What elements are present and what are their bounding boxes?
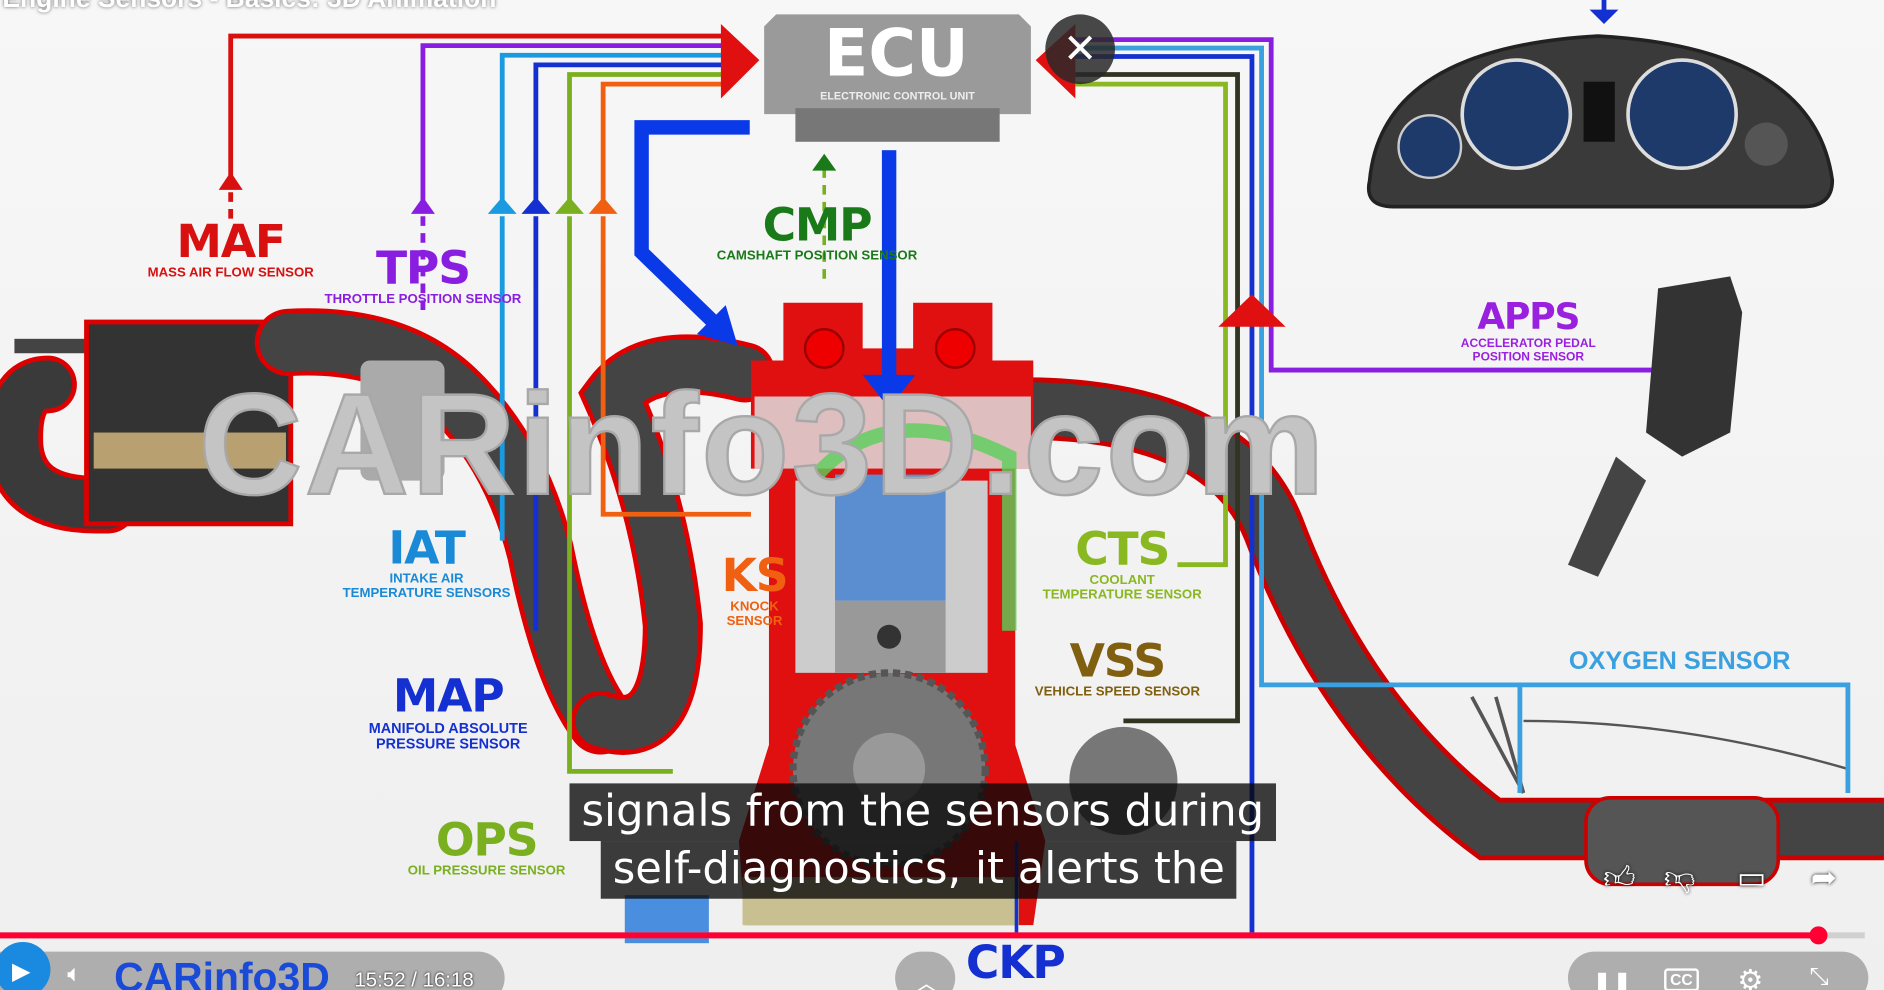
volume-button[interactable]: 🔈︎ xyxy=(67,961,81,989)
share-button[interactable]: ➦ xyxy=(1800,853,1848,901)
play-button[interactable]: ▶ xyxy=(0,941,51,990)
ecu-title: ECU xyxy=(824,15,969,92)
dislike-button[interactable]: 👎︎ xyxy=(1656,853,1704,901)
right-controls xyxy=(1567,951,1869,990)
thumbs-up-icon: 👍︎ xyxy=(1603,859,1636,896)
caption-line-1: signals from the sensors during xyxy=(569,783,1277,842)
progress-fill xyxy=(0,932,1819,939)
video-title[interactable]: Engine Sensors - Basics: 3D Animation xyxy=(2,0,496,14)
settings-button[interactable]: ⚙ xyxy=(1737,964,1763,990)
expand-button[interactable]: ︿ xyxy=(895,951,956,990)
watermark: CARinfo3D.com xyxy=(197,364,1327,526)
pause-icon: ❚❚ xyxy=(1591,970,1633,990)
captions-button[interactable]: CC xyxy=(1664,968,1699,990)
left-controls xyxy=(0,951,505,990)
ecu-box xyxy=(764,14,1031,142)
exhaust-system xyxy=(1021,377,1884,887)
progress-bar[interactable] xyxy=(0,926,1865,945)
oxygen-sensor-label: OXYGEN SENSOR xyxy=(1568,647,1791,676)
accelerator-pedal xyxy=(1567,276,1743,577)
channel-logo: CARinfo3D xyxy=(114,955,330,990)
chevron-up-icon: ︿ xyxy=(914,970,939,990)
gear-icon: ⚙ xyxy=(1737,964,1764,990)
ckp-label: CKP xyxy=(965,935,1066,989)
instrument-cluster xyxy=(1366,34,1835,209)
share-icon: ➦ xyxy=(1810,859,1837,896)
close-icon: ✕ xyxy=(1063,26,1098,73)
pause-button[interactable]: ❚❚ xyxy=(1592,968,1632,990)
cc-icon: CC xyxy=(1670,970,1693,989)
signal-wires xyxy=(228,0,1851,938)
close-button[interactable]: ✕ xyxy=(1045,14,1115,85)
comment-button[interactable]: ▭ xyxy=(1728,853,1776,901)
comment-icon: ▭ xyxy=(1737,859,1767,896)
scrubber-handle[interactable] xyxy=(1809,926,1828,945)
volume-icon: 🔈︎ xyxy=(67,961,82,988)
time-display: 15:52 / 16:18 xyxy=(354,968,474,990)
exit-fullscreen-button[interactable]: ⤡ xyxy=(1809,964,1828,990)
like-button[interactable]: 👍︎ xyxy=(1596,853,1644,901)
caption-line-2: self-diagnostics, it alerts the xyxy=(600,841,1237,899)
thumbs-down-icon: 👎︎ xyxy=(1663,859,1696,896)
exit-fullscreen-icon: ⤡ xyxy=(1809,963,1829,990)
play-icon: ▶ xyxy=(12,958,31,986)
ecu-subtitle: ELECTRONIC CONTROL UNIT xyxy=(820,90,975,103)
